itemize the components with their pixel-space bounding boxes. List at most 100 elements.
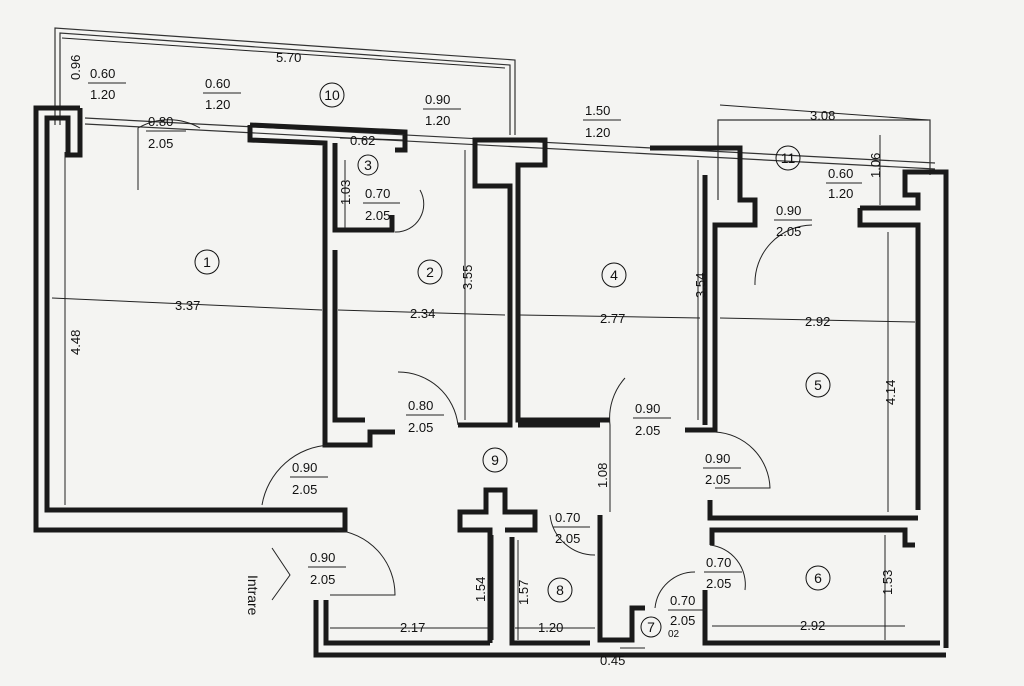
label-balcony-win-mid: 0.60 1.20	[203, 76, 241, 112]
dim-room4-width: 2.77	[600, 311, 625, 326]
dim-room6-width: 2.92	[800, 618, 825, 633]
room-marker-5: 5	[805, 372, 831, 398]
svg-text:2.05: 2.05	[706, 576, 731, 591]
label-room1-balcony-door: 0.80 2.05	[146, 114, 186, 151]
svg-text:0.60: 0.60	[828, 166, 853, 181]
dim-room2-length: 3.55	[460, 265, 475, 290]
svg-text:2.05: 2.05	[705, 472, 730, 487]
label-loggia-window: 0.60 1.20	[826, 166, 862, 201]
svg-text:0.80: 0.80	[148, 114, 173, 129]
svg-text:4: 4	[610, 267, 618, 283]
label-room5-door: 0.90 2.05	[703, 451, 741, 487]
label-balcony-win-left: 0.60 1.20	[88, 66, 126, 102]
room-marker-1: 1	[194, 249, 220, 275]
dim-room1-width: 3.37	[175, 298, 200, 313]
label-room5-loggia-door: 0.90 2.05	[774, 203, 812, 239]
svg-text:2.05: 2.05	[670, 613, 695, 628]
svg-text:0.90: 0.90	[310, 550, 335, 565]
svg-text:7: 7	[647, 619, 655, 635]
entrance-arrow-icon	[271, 547, 291, 601]
svg-text:0.90: 0.90	[292, 460, 317, 475]
label-room7-door: 0.70 2.05	[668, 593, 706, 628]
svg-text:2.05: 2.05	[292, 482, 317, 497]
svg-text:1.20: 1.20	[585, 125, 610, 140]
svg-text:0.90: 0.90	[776, 203, 801, 218]
svg-text:2.05: 2.05	[310, 572, 335, 587]
label-room8-door: 0.70 2.05	[553, 510, 590, 546]
room-marker-9: 9	[482, 447, 508, 473]
svg-text:1: 1	[203, 254, 211, 270]
svg-text:0.70: 0.70	[706, 555, 731, 570]
dim-balcony-depth: 0.96	[68, 55, 83, 80]
svg-text:2: 2	[426, 264, 434, 280]
svg-text:0.70: 0.70	[365, 186, 390, 201]
label-balcony-win-right: 0.90 1.20	[423, 92, 461, 128]
svg-text:1.20: 1.20	[828, 186, 853, 201]
svg-text:1.50: 1.50	[585, 103, 610, 118]
label-room1-door: 0.90 2.05	[290, 460, 328, 497]
dim-room5-length: 4.14	[883, 380, 898, 405]
walls	[33, 105, 949, 658]
svg-text:2.05: 2.05	[555, 531, 580, 546]
svg-text:0.80: 0.80	[408, 398, 433, 413]
dim-room4-length: 3.54	[693, 273, 708, 298]
room-marker-3: 3	[357, 154, 379, 176]
svg-text:2.05: 2.05	[365, 208, 390, 223]
svg-text:0.70: 0.70	[555, 510, 580, 525]
label-entry-door: 0.90 2.05	[308, 550, 346, 587]
svg-text:0.60: 0.60	[90, 66, 115, 81]
room-marker-6: 6	[805, 565, 831, 591]
svg-text:0.90: 0.90	[635, 401, 660, 416]
svg-text:10: 10	[324, 87, 340, 103]
room-markers: 1 2 3 4 5 6 7 8 9 10 11	[194, 82, 831, 638]
dim-room6-length: 1.53	[880, 570, 895, 595]
svg-text:3: 3	[364, 157, 372, 173]
dimension-labels: 5.70 0.96 3.37 4.48 2.34 3.55 0.62 1.03 …	[68, 50, 898, 668]
room-marker-7: 7	[640, 616, 662, 638]
dim-room7-small: 02	[668, 629, 680, 640]
svg-text:2.05: 2.05	[148, 136, 173, 151]
loggia-outline	[717, 119, 931, 200]
dim-room3-length: 1.03	[338, 180, 353, 205]
dim-loggia-depth: 1.06	[868, 153, 883, 178]
label-room4-door: 0.90 2.05	[633, 401, 671, 438]
dim-room2-width: 2.34	[410, 306, 435, 321]
svg-text:8: 8	[556, 582, 564, 598]
opening-labels: 0.60 1.20 0.60 1.20 0.90 1.20 0.80 2.05 …	[88, 66, 862, 628]
svg-text:0.90: 0.90	[705, 451, 730, 466]
dim-hall-depth: 1.08	[595, 463, 610, 488]
dim-storage-width: 2.17	[400, 620, 425, 635]
svg-text:11: 11	[781, 150, 796, 166]
svg-text:1.20: 1.20	[90, 87, 115, 102]
label-room4-window: 1.50 1.20	[583, 103, 621, 140]
room-marker-8: 8	[547, 577, 573, 603]
room-marker-2: 2	[417, 259, 443, 285]
room-marker-4: 4	[601, 262, 627, 288]
entrance-marker: Intrare	[245, 547, 291, 616]
dim-balcony-width: 5.70	[276, 50, 301, 65]
svg-text:5: 5	[814, 377, 822, 393]
dim-storage-length: 1.54	[473, 577, 488, 602]
room-marker-10: 10	[319, 82, 345, 108]
dim-room8-width: 1.20	[538, 620, 563, 635]
entrance-label: Intrare	[245, 575, 261, 616]
room-marker-11: 11	[775, 145, 801, 171]
dim-room3-width: 0.62	[350, 133, 375, 148]
label-room6-door: 0.70 2.05	[704, 555, 742, 591]
svg-text:2.05: 2.05	[776, 224, 801, 239]
dim-room5-width: 2.92	[805, 314, 830, 329]
label-room3-door: 0.70 2.05	[363, 186, 400, 223]
svg-text:1.20: 1.20	[425, 113, 450, 128]
dim-loggia-width: 3.08	[810, 108, 835, 123]
balcony-outline	[54, 27, 936, 170]
label-room2-door: 0.80 2.05	[406, 398, 444, 435]
door-swings	[137, 119, 813, 609]
svg-text:0.90: 0.90	[425, 92, 450, 107]
svg-text:2.05: 2.05	[635, 423, 660, 438]
svg-text:2.05: 2.05	[408, 420, 433, 435]
svg-text:0.60: 0.60	[205, 76, 230, 91]
svg-text:0.70: 0.70	[670, 593, 695, 608]
dim-room7-width: 0.45	[600, 653, 625, 668]
dimension-lines	[51, 37, 929, 649]
